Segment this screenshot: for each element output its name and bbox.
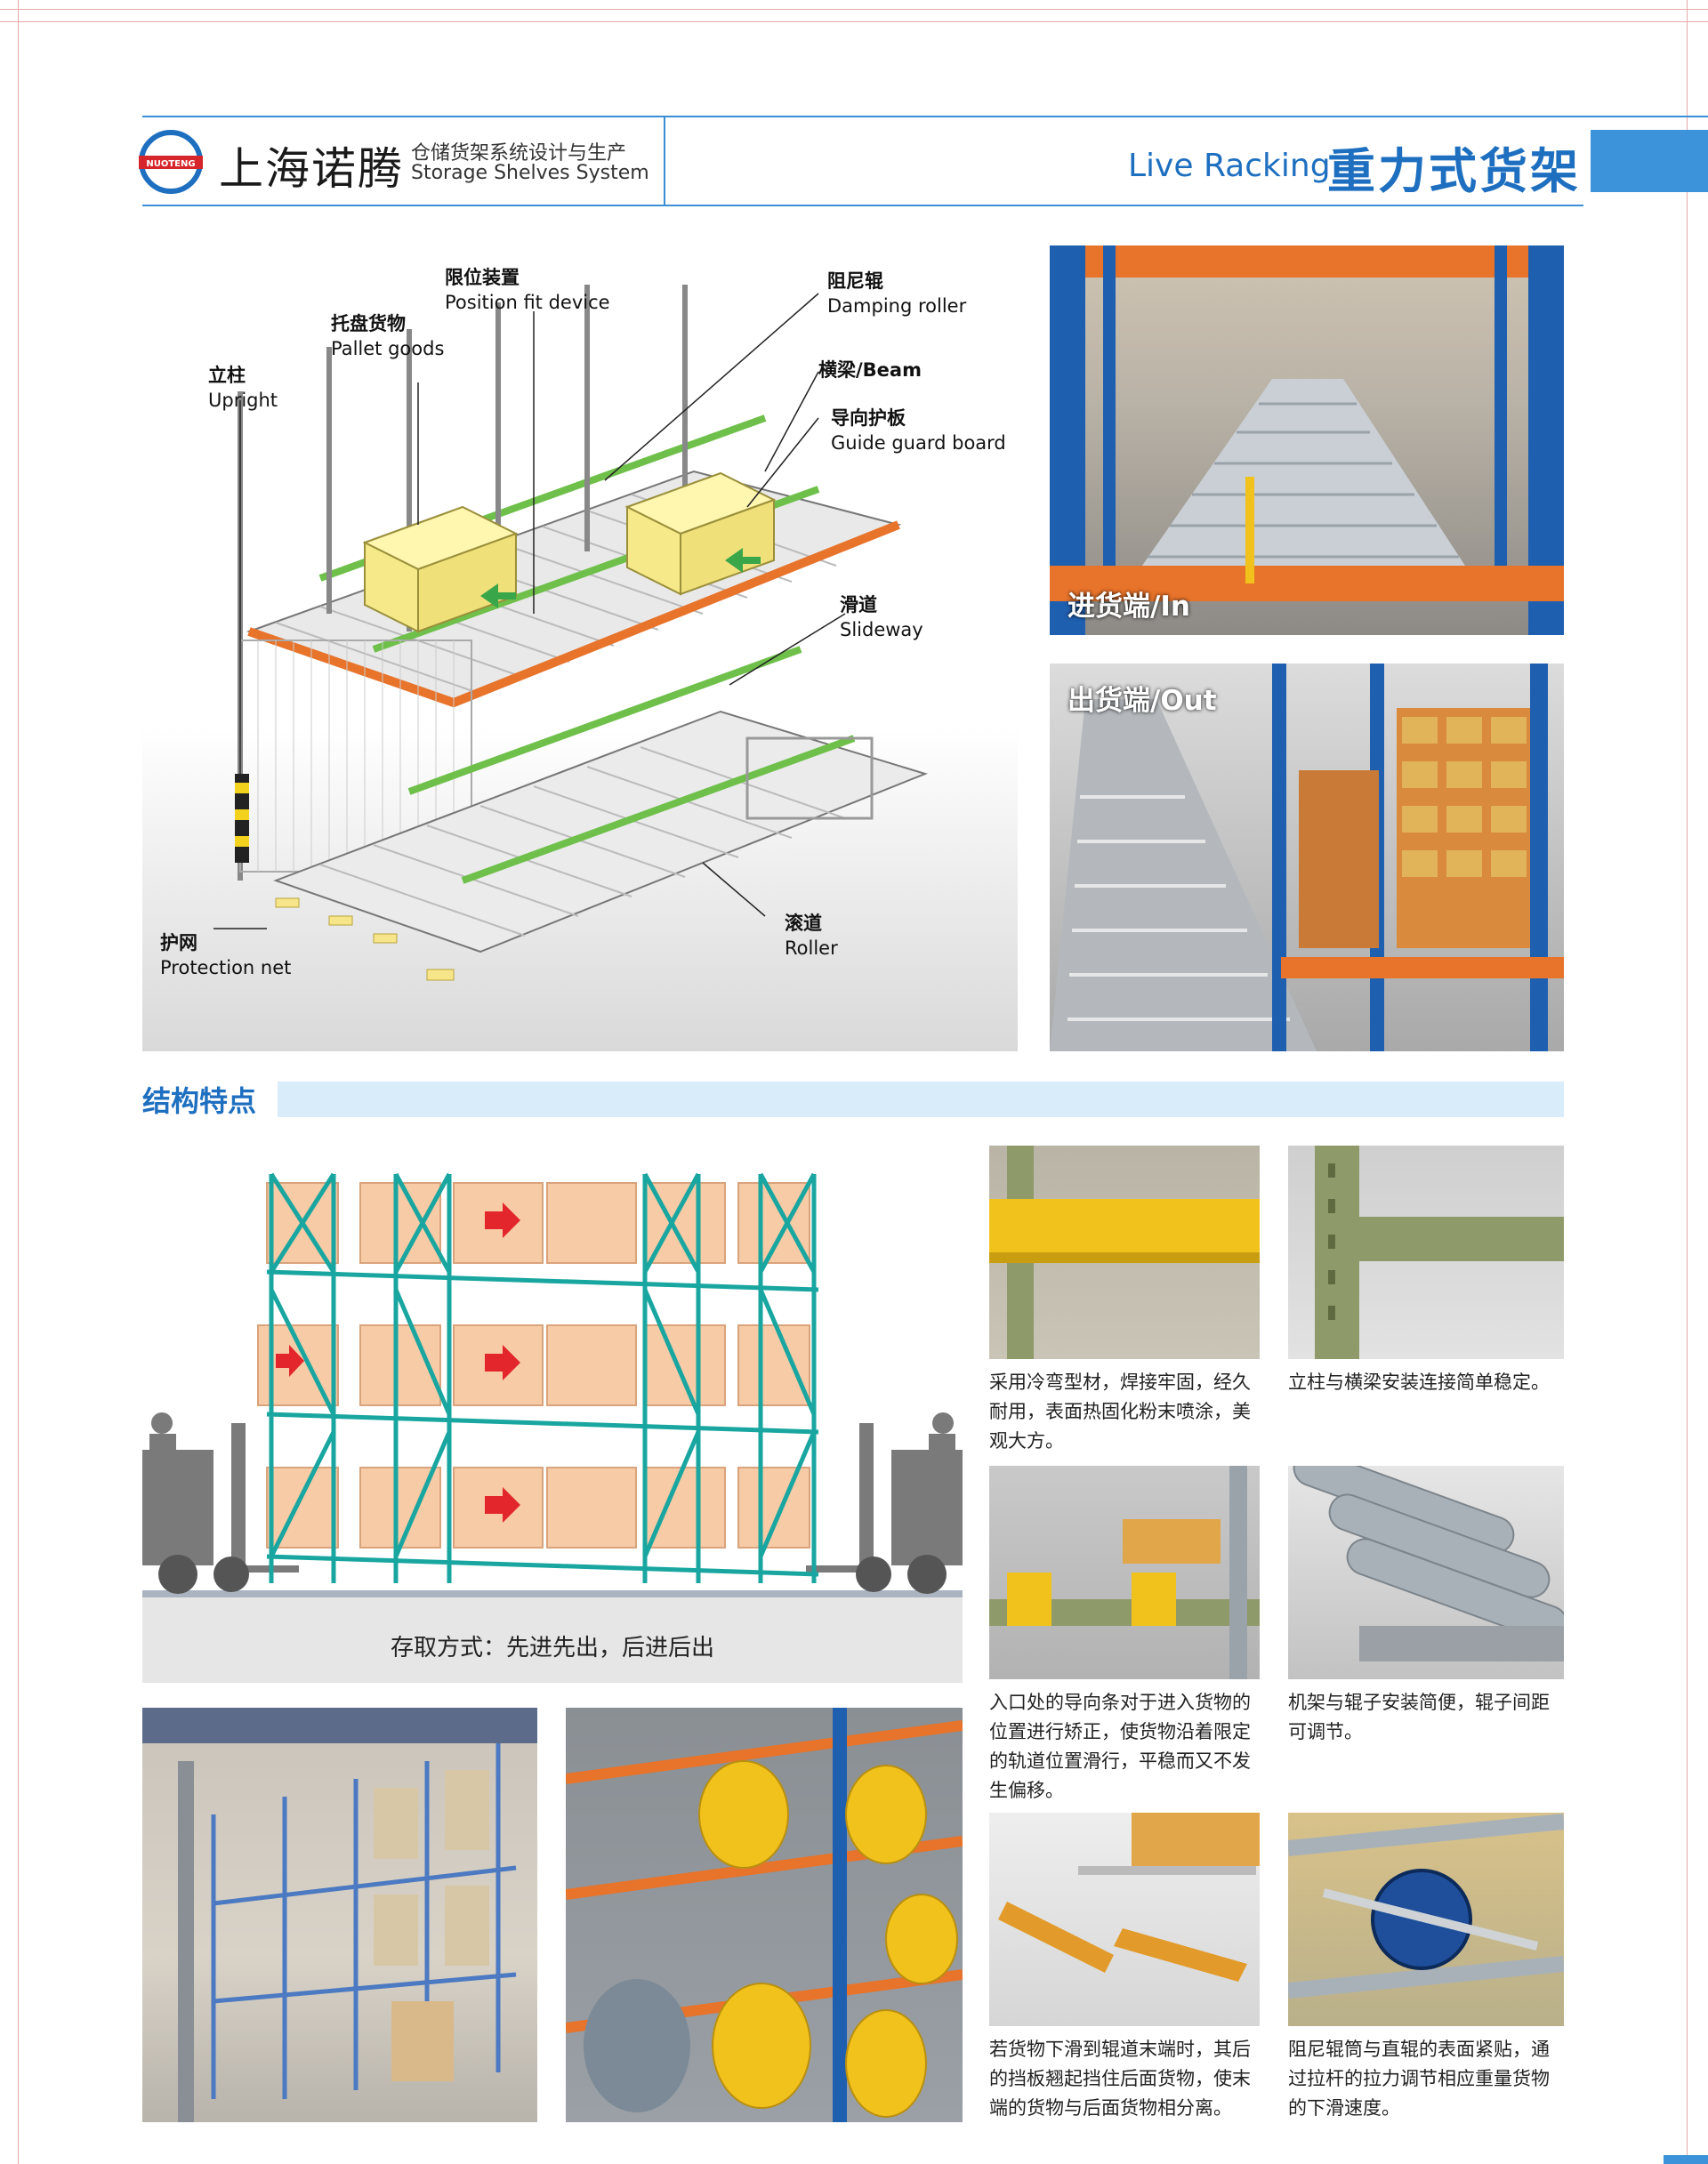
feature-photo-upright [1288, 1146, 1564, 1359]
access-method-panel: 存取方式：先进先出，后进后出 [142, 1597, 963, 1683]
feature-caption-2: 立柱与横梁安装连接简单稳定。 [1288, 1372, 1550, 1393]
feature-photo-beam [989, 1146, 1260, 1359]
rack-diagram-illustration [214, 285, 929, 981]
feature-photo-damping-illustration [1288, 1814, 1564, 1999]
feature-photo-guide-illustration [989, 1466, 1260, 1679]
photo-warehouse-rack [142, 1708, 537, 2122]
feature-caption-5: 若货物下滑到辊道末端时，其后的挡板翘起挡住后面货物，使末端的货物与后面货物相分离… [989, 2039, 1251, 2119]
fifo-rack-illustration [142, 1172, 963, 1597]
tagline-en: Storage Shelves System [411, 162, 649, 184]
feature-photo-stopper [989, 1813, 1260, 2026]
frame-guide-top [0, 9, 1708, 10]
feature-photo-upright-illustration [1315, 1146, 1564, 1359]
feature-caption-1: 采用冷弯型材，焊接牢固，经久耐用，表面热固化粉末喷涂，美观大方。 [989, 1372, 1251, 1452]
section-title-bar [278, 1082, 1564, 1117]
company-logo-icon: NUOTENG [139, 130, 203, 194]
photo-in-end: 进货端/In [1050, 245, 1564, 635]
photo-in-end-illustration [1050, 245, 1564, 635]
header-rule-top [142, 116, 1708, 117]
feature-photo-beam-illustration [989, 1146, 1260, 1359]
page-title-en: Live Racking [1128, 148, 1331, 184]
header-divider [664, 116, 665, 206]
section-title: 结构特点 [142, 1084, 257, 1118]
header-rule-bottom [142, 205, 1583, 206]
photo-out-caption: 出货端/Out [1068, 685, 1217, 717]
logo-text: NUOTENG [146, 159, 195, 169]
page-title-cn: 重力式货架 [1327, 143, 1581, 199]
feature-photo-stopper-illustration [998, 1813, 1260, 1982]
access-method-text: 存取方式：先进先出，后进后出 [390, 1635, 714, 1661]
title-accent-bar [1591, 130, 1708, 192]
feature-caption-4: 机架与辊子安装简便，辊子间距可调节。 [1288, 1692, 1550, 1742]
feature-photo-guide [989, 1466, 1260, 1679]
photo-in-caption: 进货端/In [1068, 591, 1190, 623]
photo-out-end: 出货端/Out [1050, 664, 1564, 1051]
frame-guide-left [18, 0, 19, 2164]
feature-photo-rollers [1288, 1466, 1564, 1679]
tagline-cn: 仓储货架系统设计与生产 [411, 142, 627, 165]
footer-accent-mark [1664, 2155, 1708, 2164]
fifo-rack-diagram [142, 1156, 963, 1597]
frame-guide-right [1687, 0, 1688, 2164]
feature-caption-6: 阻尼辊筒与直辊的表面紧贴，通过拉杆的拉力调节相应重量货物的下滑速度。 [1288, 2039, 1550, 2119]
rack-structure-diagram [142, 240, 1018, 1051]
frame-guide-top-inner [0, 21, 1708, 22]
photo-barrel-illustration [566, 1708, 963, 2122]
label-beam: 横梁/Beam [818, 359, 922, 381]
feature-caption-3: 入口处的导向条对于进入货物的位置进行矫正，使货物沿着限定的轨道位置滑行，平稳而又… [989, 1692, 1251, 1801]
photo-barrel-rack [566, 1708, 963, 2122]
feature-photo-rollers-illustration [1293, 1466, 1564, 1661]
photo-warehouse-illustration [142, 1708, 537, 2122]
feature-photo-damping [1288, 1813, 1564, 2026]
brand-name: 上海诺腾 [219, 143, 404, 195]
photo-out-end-illustration [1050, 664, 1564, 1051]
